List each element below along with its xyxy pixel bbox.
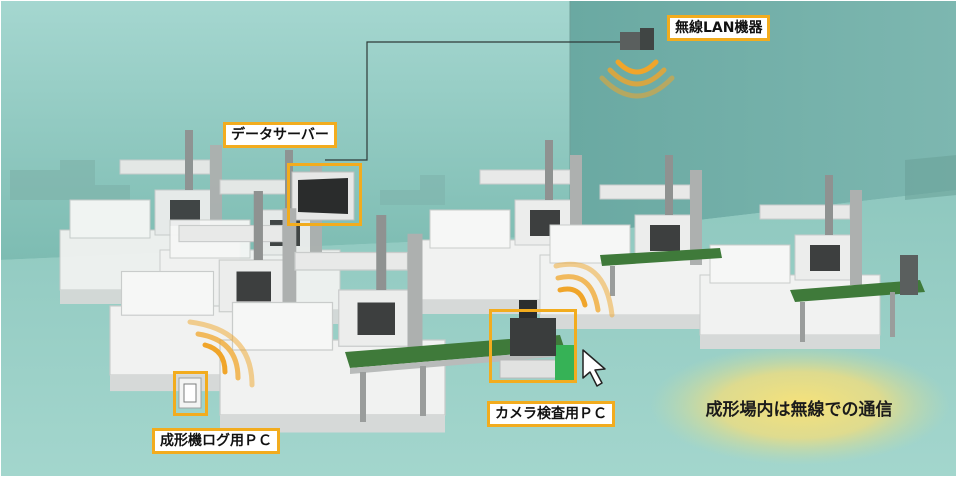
wireless-lan-device-label: 無線LAN機器 — [667, 15, 771, 41]
camera-pc-highlight — [489, 309, 577, 383]
molding-log-pc-label: 成形機ログ用ＰＣ — [152, 428, 280, 454]
data-server-label: データサーバー — [223, 122, 337, 148]
log-pc-highlight — [173, 371, 208, 416]
wireless-communication-caption: 成形場内は無線での通信 — [705, 400, 893, 420]
wifi-signal-icon — [553, 261, 615, 318]
mouse-cursor-icon — [582, 349, 606, 387]
camera-inspection-pc-label: カメラ検査用ＰＣ — [487, 401, 615, 427]
wifi-signal-icon — [187, 319, 255, 388]
wifi-signal-icon — [599, 59, 675, 99]
data-server-highlight — [287, 163, 362, 226]
